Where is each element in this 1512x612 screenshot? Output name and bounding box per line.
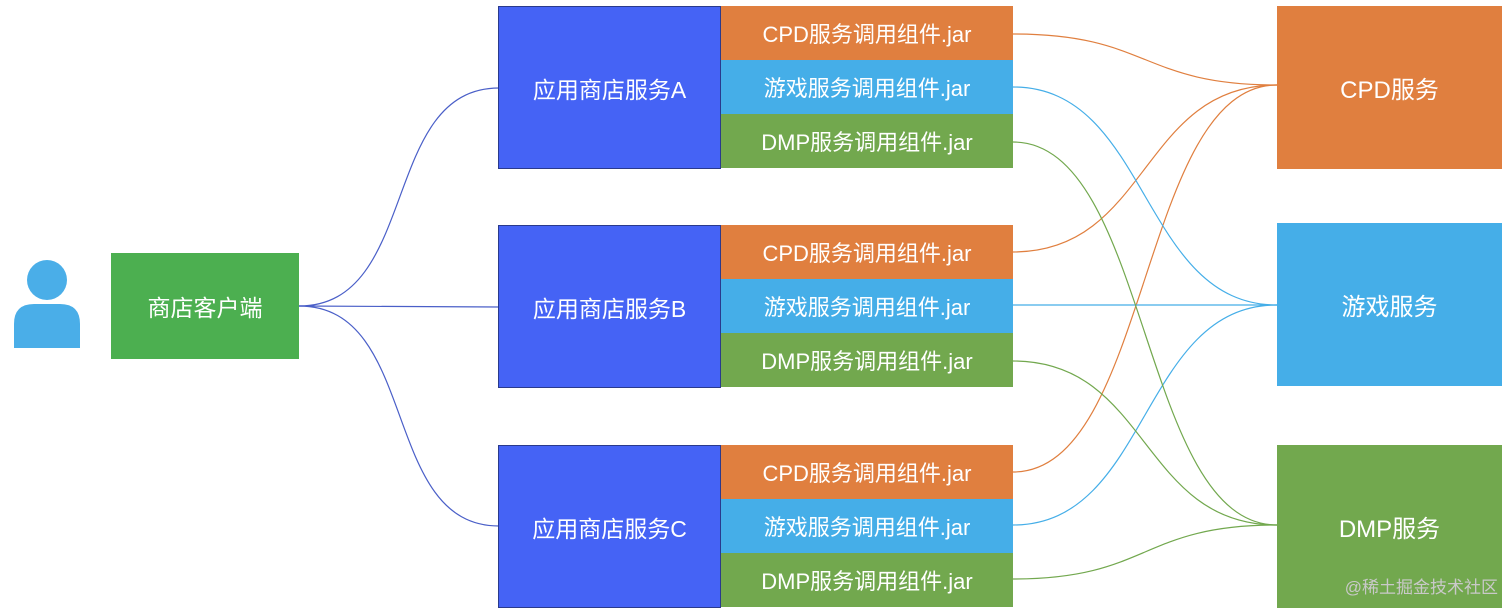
- link-dmp-c: [1012, 524, 1278, 580]
- link-cpd-c: [1012, 84, 1278, 473]
- jar-label: DMP服务调用组件.jar: [761, 130, 973, 155]
- link-client-service-b: [298, 305, 500, 308]
- service-c-game-jar: 游戏服务调用组件.jar: [721, 499, 1013, 553]
- service-a-dmp-jar: DMP服务调用组件.jar: [721, 114, 1013, 168]
- jar-label: CPD服务调用组件.jar: [762, 241, 972, 266]
- game-service-label: 游戏服务: [1341, 294, 1438, 321]
- cpd-service-label: CPD服务: [1340, 77, 1439, 104]
- app-store-service-b: 应用商店服务B: [498, 225, 721, 388]
- service-b-dmp-jar: DMP服务调用组件.jar: [721, 333, 1013, 387]
- dmp-service-label: DMP服务: [1338, 516, 1441, 543]
- dmp-service: DMP服务: [1277, 445, 1502, 608]
- service-b-cpd-jar: CPD服务调用组件.jar: [721, 225, 1013, 279]
- service-c-cpd-jar: CPD服务调用组件.jar: [721, 445, 1013, 499]
- link-client-service-a: [298, 87, 500, 307]
- jar-label: CPD服务调用组件.jar: [762, 22, 972, 47]
- jar-label: 游戏服务调用组件.jar: [763, 76, 971, 101]
- app-store-service-a: 应用商店服务A: [498, 6, 721, 169]
- service-c-dmp-jar: DMP服务调用组件.jar: [721, 553, 1013, 607]
- jar-label: DMP服务调用组件.jar: [761, 569, 973, 594]
- game-service: 游戏服务: [1277, 223, 1502, 386]
- service-b-label: 应用商店服务B: [532, 295, 687, 322]
- jar-label: 游戏服务调用组件.jar: [763, 515, 971, 540]
- watermark: @稀土掘金技术社区: [1344, 578, 1498, 597]
- link-cpd-b: [1012, 84, 1278, 253]
- service-b-game-jar: 游戏服务调用组件.jar: [721, 279, 1013, 333]
- link-client-service-c: [298, 305, 500, 527]
- service-c-label: 应用商店服务C: [532, 515, 687, 542]
- app-store-service-c: 应用商店服务C: [498, 445, 721, 608]
- link-cpd-a: [1012, 33, 1278, 86]
- link-game-a: [1012, 86, 1278, 306]
- service-a-label: 应用商店服务A: [532, 76, 687, 103]
- jar-label: DMP服务调用组件.jar: [761, 349, 973, 374]
- user-icon: [14, 260, 80, 348]
- service-a-game-jar: 游戏服务调用组件.jar: [721, 60, 1013, 114]
- link-dmp-b: [1012, 360, 1278, 526]
- store-client: 商店客户端: [111, 253, 299, 359]
- jar-label: CPD服务调用组件.jar: [762, 461, 972, 486]
- cpd-service: CPD服务: [1277, 6, 1502, 169]
- store-client-label: 商店客户端: [147, 295, 263, 321]
- link-dmp-a: [1012, 141, 1278, 526]
- service-a-cpd-jar: CPD服务调用组件.jar: [721, 6, 1013, 60]
- link-game-c: [1012, 304, 1278, 526]
- jar-label: 游戏服务调用组件.jar: [763, 295, 971, 320]
